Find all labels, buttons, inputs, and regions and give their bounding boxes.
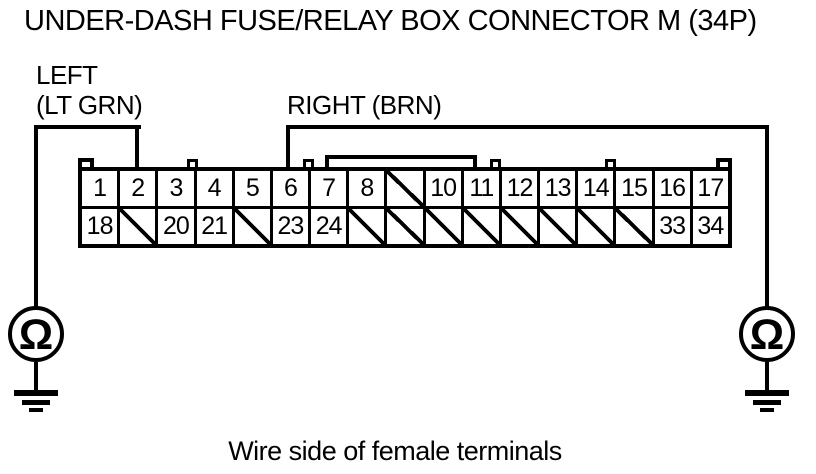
pin-cell-11: 11 [464,171,502,206]
earth-bar [753,400,781,405]
ground-stem [34,362,38,391]
pin-cell-unused [387,209,426,244]
omega-ground-icon: Ω [8,306,64,362]
pin-cell-21: 21 [197,209,235,244]
right-wire-label: RIGHT (BRN) [287,90,442,120]
pin-cell-5: 5 [235,171,273,206]
pin-cell-20: 20 [158,209,197,244]
earth-bar [760,408,774,412]
pin-cell-18: 18 [82,209,121,244]
right-wire-vertical-to-ground [765,125,769,310]
ground-stem [765,362,769,391]
pin-cell-1: 1 [82,171,121,206]
pin-cell-17: 17 [697,174,724,202]
earth-bar [14,390,58,396]
left-wire-vertical-to-pin2 [135,125,139,173]
earth-bar [22,400,50,405]
ground-symbol-right: Ω [739,306,795,416]
pin-cell-unused [120,209,159,244]
pin-cell-24: 24 [311,209,350,244]
left-wire-vertical-to-ground [34,125,38,310]
pin-cell-8: 8 [349,171,388,206]
pin-cell-16: 16 [655,171,693,206]
pin-cell-unused [463,209,502,244]
earth-bar [29,408,43,412]
pin-cell-23: 23 [273,209,312,244]
right-wire-vertical-to-pin6 [286,125,290,173]
pin-cell-33: 33 [655,209,693,244]
pin-cell-6: 6 [273,171,312,206]
pin-cell-unused [578,209,617,244]
pin-cell-unused [616,209,655,244]
diagram-caption: Wire side of female terminals [228,436,562,466]
pin-cell-15: 15 [616,171,655,206]
left-wire-horizontal [34,125,141,129]
pin-cell-unused [349,209,388,244]
pin-cell-13: 13 [540,171,579,206]
pin-cell-34: 34 [697,212,724,240]
earth-bar [745,390,789,396]
pin-cell-unused [387,171,426,206]
right-wire-horizontal [286,125,769,129]
pin-cell-unused [540,209,579,244]
pin-cell-12: 12 [502,171,541,206]
pin-cell-7: 7 [311,171,350,206]
left-wire-label-line2: (LT GRN) [36,90,143,120]
pin-cell-unused [425,209,464,244]
left-wire-label: LEFT (LT GRN) [36,60,143,120]
page-title: UNDER-DASH FUSE/RELAY BOX CONNECTOR M (3… [24,5,757,37]
pin-cell-4: 4 [197,171,235,206]
pin-cell-3: 3 [158,171,197,206]
left-wire-label-line1: LEFT [36,60,98,90]
pin-cell-unused [501,209,541,244]
pin-cell-10: 10 [426,171,464,206]
pin-cell-14: 14 [578,171,617,206]
ground-symbol-left: Ω [8,306,64,416]
pin-cell-unused [234,209,273,244]
pin-cell-2: 2 [120,171,159,206]
omega-ground-icon: Ω [739,306,795,362]
